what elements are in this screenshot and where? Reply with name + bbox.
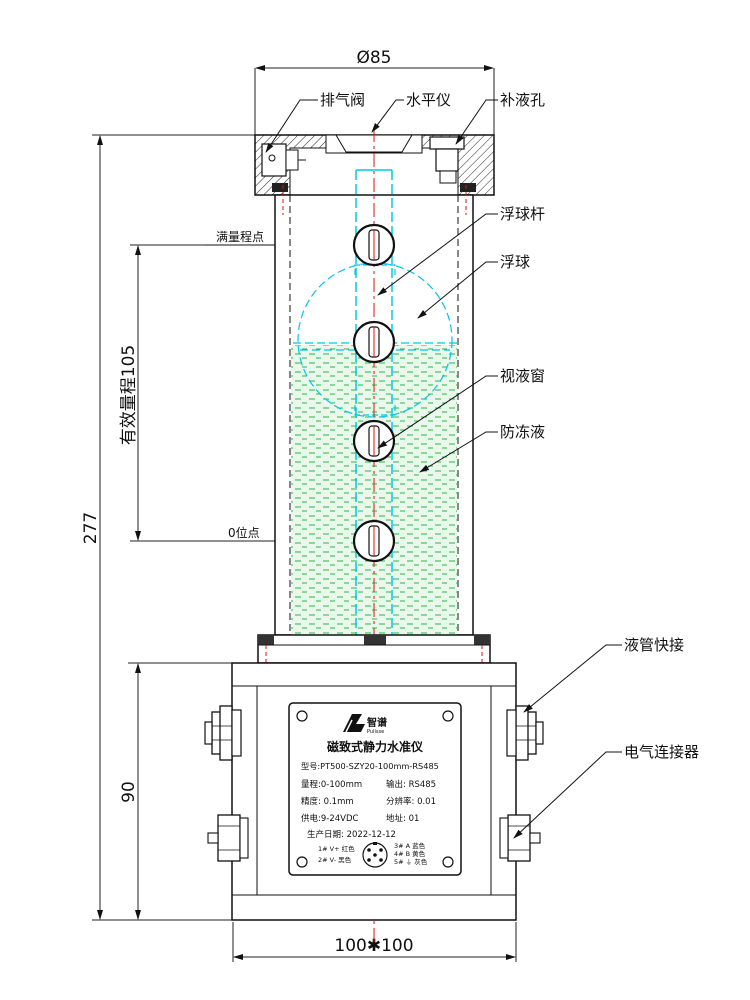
- pin-5-label: 5# ⏚ 灰色: [394, 857, 428, 866]
- base-flange: [257, 634, 491, 664]
- nameplate-accuracy: 精度: 0.1mm: [301, 796, 354, 807]
- label-float-rod: 浮球杆: [500, 205, 545, 223]
- left-quick-connector: [204, 705, 242, 761]
- dimension-base-size: 100✱100: [232, 922, 517, 962]
- nameplate-power: 供电:9-24VDC: [301, 813, 359, 824]
- connector-pinout-icon: [362, 842, 388, 868]
- base-size-text: 100✱100: [334, 936, 413, 956]
- sight-window-3: [352, 419, 396, 463]
- right-electrical-connector: [499, 814, 541, 862]
- sight-windows: [352, 223, 396, 563]
- callout-leaders: [205, 99, 622, 839]
- nameplate-range: 量程:0-100mm: [301, 780, 362, 790]
- label-level: 水平仪: [406, 91, 451, 109]
- base-height-text: 90: [119, 781, 139, 803]
- brand-name: 智谱: [367, 716, 387, 729]
- nameplate-output: 输出: RS485: [386, 779, 436, 790]
- label-sight-window: 视液窗: [500, 367, 545, 385]
- right-quick-connector: [506, 705, 544, 761]
- pin-3-label: 3# A 蓝色: [394, 841, 426, 850]
- vent-valve-part: [261, 143, 306, 177]
- dimension-top-diameter: Ø85: [254, 48, 495, 135]
- sight-window-1: [352, 223, 396, 267]
- label-float-ball: 浮球: [500, 253, 530, 271]
- pin-2-label: 2# V- 黑色: [318, 855, 352, 864]
- nameplate-address: 地址: 01: [386, 813, 419, 824]
- dimension-total-height: 277: [81, 134, 258, 921]
- nameplate-date: 生产日期: 2022-12-12: [307, 829, 396, 840]
- pin-1-label: 1# V+ 红色: [318, 844, 355, 853]
- sight-window-2: [352, 320, 396, 364]
- top-diameter-text: Ø85: [356, 48, 391, 68]
- pin-4-label: 4# B 黄色: [394, 849, 426, 858]
- brand-sub: Pulisse: [367, 729, 384, 735]
- label-vent-valve: 排气阀: [320, 91, 365, 109]
- label-full-scale-point: 满量程点: [216, 229, 264, 244]
- nameplate-model: 型号:PT500-SZY20-100mm-RS485: [301, 761, 439, 771]
- sight-window-4: [352, 519, 396, 563]
- nameplate-title: 磁致式静力水准仪: [326, 739, 424, 754]
- left-electrical-connector: [207, 814, 249, 862]
- label-antifreeze: 防冻液: [500, 423, 545, 441]
- label-electrical-connector: 电气连接器: [624, 743, 699, 761]
- label-zero-point: 0位点: [228, 525, 260, 540]
- total-height-text: 277: [81, 512, 101, 544]
- label-quick-connector: 液管快接: [624, 636, 684, 654]
- dimension-base-height: 90: [119, 662, 232, 920]
- nameplate: 智谱 Pulisse 磁致式静力水准仪 型号:PT500-SZY20-100mm…: [288, 702, 462, 876]
- nameplate-resolution: 分辨率: 0.01: [386, 796, 436, 807]
- brand-logo-icon: [343, 714, 365, 733]
- effective-range-text: 有效量程105: [119, 345, 139, 445]
- label-fill-hole: 补液孔: [500, 91, 545, 109]
